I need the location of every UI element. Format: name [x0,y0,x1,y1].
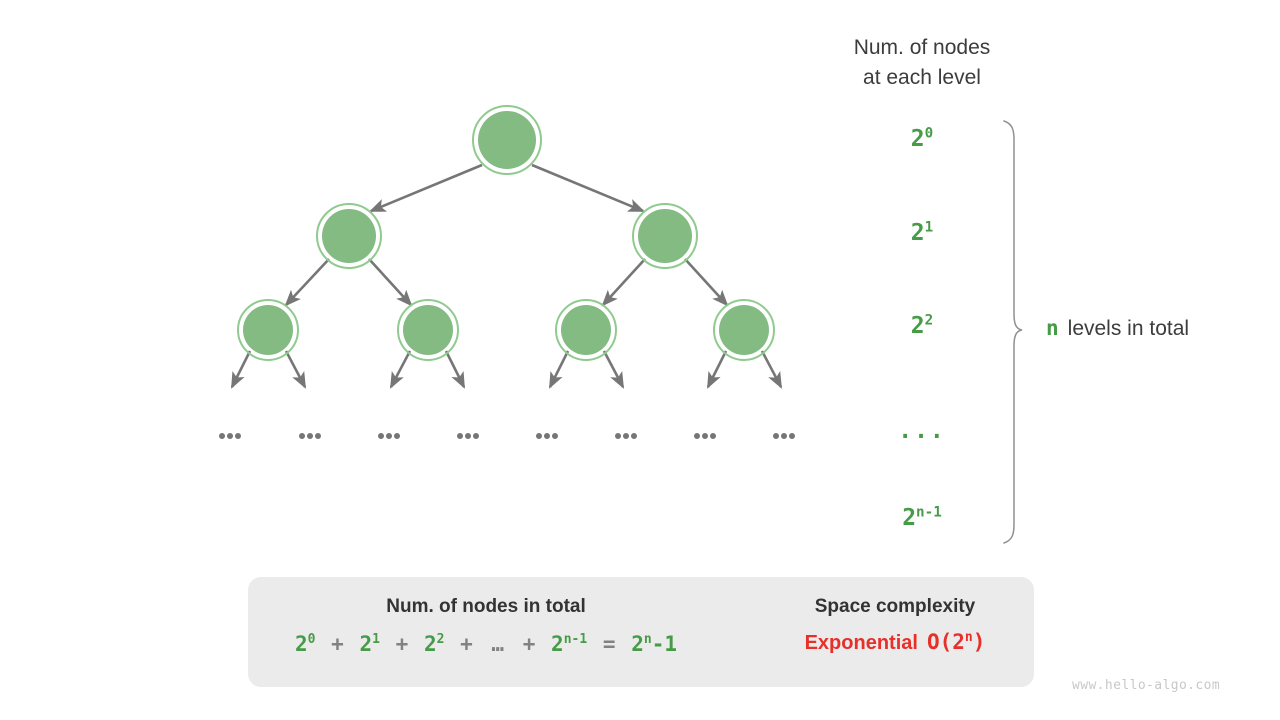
summary-formula: 20 + 21 + 22 + … + 2n-1 = 2n-1 [268,631,704,657]
tree-node-l3-3 [555,299,617,361]
tree-ellipsis-6 [615,433,637,439]
formula-result-exp: n [643,632,652,647]
summary-right-column: Space complexity Exponential O(2n) [772,594,1018,656]
formula-plus-1: + [331,632,344,656]
level-label-1: 21 [847,220,997,246]
complexity-name: Exponential [804,632,918,654]
formula-term-0-base: 2 [295,632,308,656]
complexity-big-o-prefix: O(2 [926,630,965,654]
edge-l3b-to-dots4 [444,350,466,389]
edge-l3a-to-dots2 [284,350,307,389]
tree-node-l2-2 [632,203,698,269]
formula-plus-2: + [395,632,409,656]
tree-ellipsis-3 [378,433,400,439]
complexity-big-o-exp: n [964,630,973,645]
formula-result-suffix: -1 [651,632,677,656]
tree-node-l3-2 [397,299,459,361]
level-label-ellipsis-base: ... [898,418,946,444]
edge-l3d-to-dots7 [706,350,728,389]
summary-right-title: Space complexity [814,596,976,617]
tree-ellipsis-5 [536,433,558,439]
formula-term-1-base: 2 [359,632,373,656]
edge-l3a-to-dots1 [230,350,252,389]
tree-node-l3-1 [237,299,299,361]
edge-l2b-to-l3c [601,258,646,307]
formula-equals: = [602,632,616,656]
edge-l3d-to-dots8 [760,350,783,389]
formula-plus-4: + [522,632,536,656]
tree-ellipsis-8 [773,433,795,439]
complexity-big-o-suffix: ) [972,630,986,654]
level-label-1-exp: 1 [924,219,934,236]
formula-term-1-exp: 1 [372,632,380,647]
level-label-last: 2n-1 [847,505,997,531]
level-label-2-exp: 2 [924,312,934,329]
tree-ellipsis-4 [457,433,479,439]
summary-complexity: Exponential O(2n) [772,629,1018,656]
level-label-last-exp: n-1 [916,504,942,521]
formula-ellipsis: … [491,632,505,656]
edge-l2b-to-l3d [684,258,729,307]
levels-total-variable: n [1046,316,1059,340]
levels-total-text: levels in total [1067,317,1190,340]
level-label-2-base: 2 [910,313,925,339]
tree-nodes [237,105,775,361]
formula-term-4-exp: n-1 [563,632,588,647]
summary-box [248,577,1034,687]
summary-left-title: Num. of nodes in total [386,596,586,617]
tree-node-l2-1 [316,203,382,269]
edge-l3c-to-dots5 [548,350,570,389]
edge-l3b-to-dots3 [389,350,412,389]
tree-ellipsis-1 [219,433,241,439]
tree-node-l3-4 [713,299,775,361]
formula-term-0-exp: 0 [307,632,316,647]
formula-result-base: 2 [631,632,644,656]
tree-edges [230,163,783,389]
level-label-ellipsis: ... [847,418,997,444]
complexity-big-o: O(2n) [927,630,985,654]
edge-l3c-to-dots6 [602,350,625,389]
level-label-2: 22 [847,313,997,339]
tree-ellipsis-row [219,433,795,439]
level-label-1-base: 2 [910,220,925,246]
levels-total-label: n levels in total [1046,316,1189,341]
formula-term-2-base: 2 [423,632,437,656]
formula-plus-3: + [460,632,473,656]
level-count-heading: Num. of nodes at each level [853,36,991,89]
edge-root-to-l2-right [531,163,645,213]
tree-ellipsis-7 [694,433,716,439]
tree-node-root [472,105,542,175]
level-label-0-base: 2 [910,126,925,152]
summary-left-column: Num. of nodes in total 20 + 21 + 22 + … … [268,594,704,657]
level-label-0-exp: 0 [924,125,934,142]
formula-term-4-base: 2 [551,632,564,656]
level-label-0: 20 [847,126,997,152]
level-label-last-base: 2 [902,505,917,531]
formula-term-2-exp: 2 [436,632,445,647]
edge-root-to-l2-left [369,163,483,213]
edge-l2a-to-l3a [284,258,330,307]
tree-ellipsis-2 [299,433,321,439]
watermark: www.hello-algo.com [1072,678,1221,693]
levels-brace [1003,120,1023,544]
edge-l2a-to-l3b [368,258,413,307]
